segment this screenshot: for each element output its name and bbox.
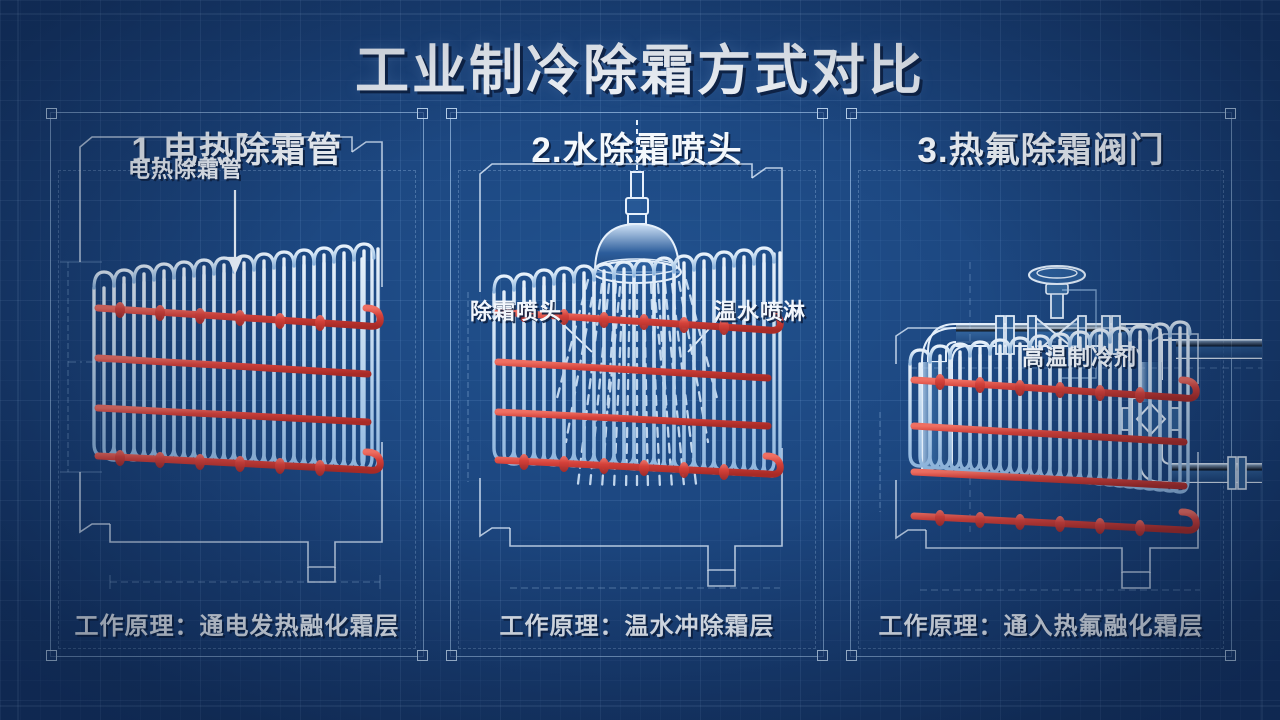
annotation-arrow — [227, 190, 243, 275]
corner-marker — [846, 650, 857, 661]
annotation-high-temperature-refrigerant: 高温制冷剂 — [1022, 345, 1138, 370]
corner-marker — [817, 650, 828, 661]
corner-marker — [417, 108, 428, 119]
page-title: 工业制冷除霜方式对比 — [355, 41, 925, 101]
panel-electric-defrost[interactable]: 1.电热除霜管 — [46, 108, 428, 661]
corner-marker — [1225, 108, 1236, 119]
corner-marker — [446, 650, 457, 661]
panel-inner-frame — [458, 170, 816, 649]
diagram-hot-gas-piping-coil — [879, 262, 1262, 591]
panel-caption-1: 工作原理：通电发热融化霜层 — [74, 613, 400, 640]
gate-valve — [1027, 265, 1087, 355]
panel-container: 1.电热除霜管 — [0, 108, 1280, 661]
diagram-water-spray-coil — [467, 120, 784, 589]
panel-frame — [846, 108, 1236, 661]
corner-marker — [446, 108, 457, 119]
panel-frame — [446, 108, 828, 661]
corner-marker — [846, 108, 857, 119]
corner-marker — [46, 650, 57, 661]
panel-inner-frame — [858, 170, 1224, 649]
panel-hot-gas-defrost[interactable]: 3.热氟除霜阀门 — [846, 108, 1262, 661]
panel-inner-frame — [58, 170, 416, 649]
corner-marker — [1225, 650, 1236, 661]
corner-marker — [417, 650, 428, 661]
panel-title-3: 3.热氟除霜阀门 — [917, 131, 1165, 170]
panel-frame — [46, 108, 428, 661]
diagram-electric-coil — [60, 136, 384, 589]
corner-marker — [817, 108, 828, 119]
annotation-defrost-nozzle: 除霜喷头 — [470, 299, 563, 324]
annotation-electric-heater-tube: 电热除霜管 — [128, 157, 244, 182]
panel-water-defrost[interactable]: 2.水除霜喷头 — [446, 108, 828, 661]
refrigerant-piping — [910, 262, 1262, 532]
corner-marker — [46, 108, 57, 119]
panel-caption-3: 工作原理：通入热氟融化霜层 — [878, 613, 1204, 640]
panel-caption-2: 工作原理：温水冲除霜层 — [499, 613, 775, 640]
annotation-warm-water-spray: 温水喷淋 — [713, 299, 806, 324]
